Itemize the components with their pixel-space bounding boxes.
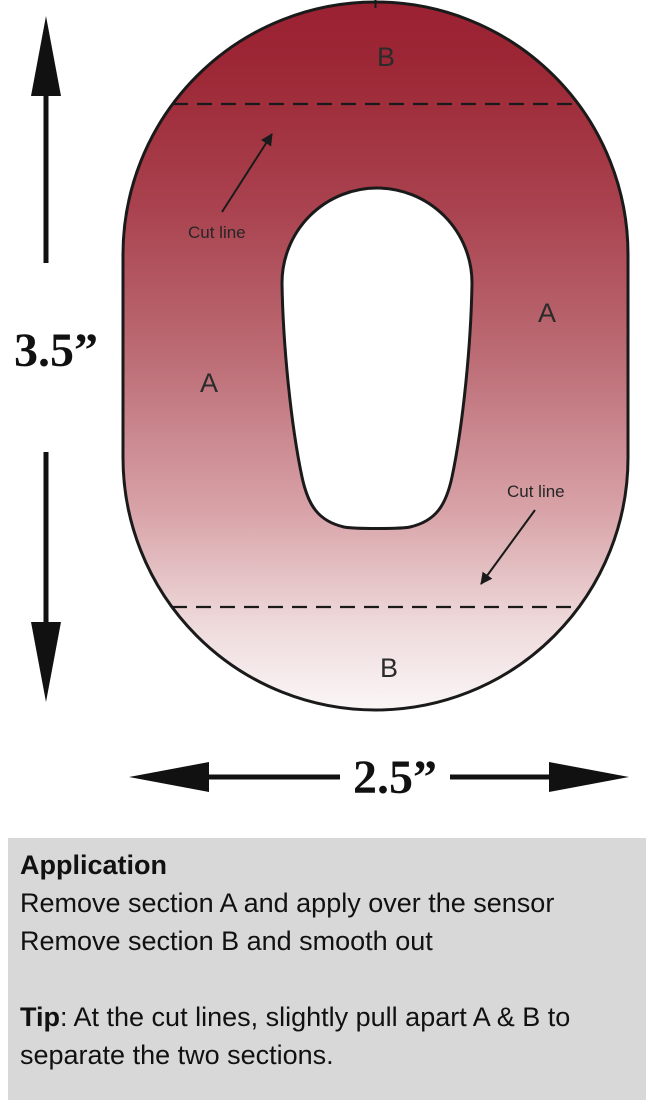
arrow-left-icon	[129, 762, 209, 792]
arrow-down-icon	[31, 622, 61, 702]
tip-text: : At the cut lines, slightly pull apart …	[20, 1002, 571, 1070]
instruction-tip: Tip: At the cut lines, slightly pull apa…	[20, 998, 636, 1074]
height-dimension-label: 3.5”	[14, 324, 98, 377]
width-dimension-label: 2.5”	[353, 751, 437, 804]
cut-line-bottom-arrow	[480, 509, 536, 585]
arrow-up-icon	[31, 16, 61, 96]
patch-diagram-canvas: Cut line Cut line B A A B 3.5” 2.5”	[14, 0, 630, 804]
height-dimension-arrow: 3.5”	[14, 16, 98, 702]
width-dimension-arrow: 2.5”	[129, 751, 629, 804]
section-b-bottom-label: B	[380, 653, 398, 683]
tip-label: Tip	[20, 1002, 60, 1032]
cut-line-bottom-label: Cut line	[507, 482, 565, 501]
arrow-right-icon	[549, 762, 629, 792]
section-b-top-label: B	[377, 42, 395, 72]
section-a-right-label: A	[538, 298, 556, 328]
instructions-heading: Application	[20, 850, 167, 880]
instruction-line-2: Remove section B and smooth out	[20, 926, 433, 956]
cut-line-top-label: Cut line	[188, 223, 246, 242]
cut-line-top-arrow	[221, 133, 273, 213]
instructions-panel: Application Remove section A and apply o…	[8, 838, 646, 1100]
instruction-line-1: Remove section A and apply over the sens…	[20, 888, 555, 918]
section-a-left-label: A	[200, 368, 218, 398]
sensor-hole	[280, 186, 474, 530]
